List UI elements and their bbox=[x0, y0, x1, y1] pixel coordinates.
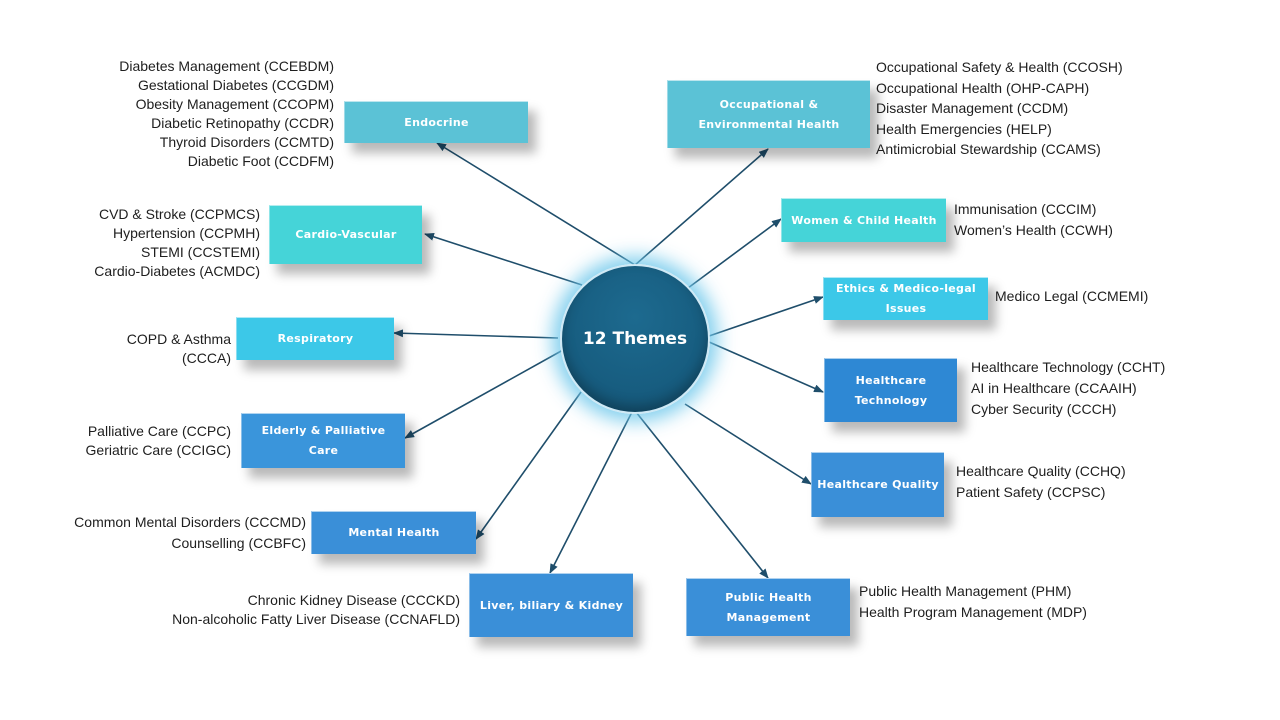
list-item: Disaster Management (CCDM) bbox=[876, 100, 1069, 116]
list-item: Gestational Diabetes (CCGDM) bbox=[137, 77, 334, 93]
list-item: Antimicrobial Stewardship (CCAMS) bbox=[876, 141, 1101, 157]
theme-label: Healthcare Technology bbox=[854, 373, 928, 407]
theme-items-women-child-health: Immunisation (CCCIM) Women’s Health (CCW… bbox=[954, 199, 1113, 241]
theme-items-ethics-medico-legal: Medico Legal (CCMEMI) bbox=[995, 287, 1148, 306]
hub-circle: 12 Themes bbox=[560, 264, 710, 414]
list-item: Health Emergencies (HELP) bbox=[876, 120, 1052, 137]
connector-arrow bbox=[634, 148, 769, 266]
list-item: Health Program Management (MDP) bbox=[859, 604, 1087, 620]
theme-items-respiratory: COPD & Asthma (CCCA) bbox=[127, 330, 231, 368]
list-item: STEMI (CCSTEMI) bbox=[141, 244, 260, 260]
theme-label: Elderly & Palliative Care bbox=[261, 424, 386, 457]
connector-arrow bbox=[424, 232, 583, 286]
connector-arrow bbox=[404, 349, 564, 439]
list-item: Diabetic Foot (CCDFM) bbox=[187, 153, 334, 169]
theme-label: Public Health Management bbox=[725, 590, 812, 624]
theme-box-mental-health: Mental Health bbox=[311, 511, 476, 554]
list-item: AI in Healthcare (CCAAIH) bbox=[971, 380, 1137, 396]
theme-label: Cardio-Vascular bbox=[295, 228, 397, 241]
theme-label: Endocrine bbox=[404, 115, 469, 129]
list-item: Immunisation (CCCIM) bbox=[954, 201, 1097, 217]
theme-label: Liver, biliary & Kidney bbox=[479, 598, 624, 612]
theme-box-ethics-medico-legal: Ethics & Medico-legal Issues bbox=[823, 277, 988, 320]
theme-box-public-health-management: Public Health Management bbox=[686, 578, 850, 636]
theme-box-endocrine: Endocrine bbox=[344, 101, 528, 143]
list-item: Medico Legal (CCMEMI) bbox=[995, 288, 1149, 304]
connector-arrow bbox=[393, 329, 559, 339]
theme-label: Occupational & Environmental Health bbox=[698, 97, 840, 131]
theme-label: Women & Child Health bbox=[791, 213, 937, 227]
list-item: Obesity Management (CCOPM) bbox=[135, 96, 334, 112]
list-item: Thyroid Disorders (CCMTD) bbox=[159, 134, 334, 150]
connector-arrow bbox=[436, 142, 636, 266]
theme-items-elderly-palliative-care: Palliative Care (CCPC) Geriatric Care (C… bbox=[86, 422, 231, 460]
theme-items-public-health-management: Public Health Management (PHM) Health Pr… bbox=[859, 581, 1087, 623]
connector-arrow bbox=[549, 411, 633, 574]
theme-items-liver-biliary-kidney: Chronic Kidney Disease (CCCKD) Non-alcoh… bbox=[172, 591, 460, 629]
theme-label: Respiratory bbox=[277, 332, 354, 345]
theme-box-healthcare-technology: Healthcare Technology bbox=[824, 358, 957, 422]
list-item: Chronic Kidney Disease (CCCKD) bbox=[247, 592, 460, 608]
list-item: Patient Safety (CCPSC) bbox=[956, 484, 1106, 500]
list-item: Common Mental Disorders (CCCMD) bbox=[74, 514, 306, 530]
list-item: Diabetic Retinopathy (CCDR) bbox=[151, 115, 334, 131]
list-item: Diabetes Management (CCEBDM) bbox=[119, 58, 334, 74]
list-item: Non-alcoholic Fatty Liver Disease (CCNAF… bbox=[172, 611, 460, 627]
list-item: Public Health Management (PHM) bbox=[859, 583, 1072, 599]
theme-items-healthcare-quality: Healthcare Quality (CCHQ) Patient Safety… bbox=[956, 461, 1126, 503]
list-item: Occupational Safety & Health (CCOSH) bbox=[876, 59, 1123, 75]
list-item: Occupational Health (OHP-CAPH) bbox=[876, 79, 1090, 96]
theme-box-women-child-health: Women & Child Health bbox=[781, 198, 946, 242]
connector-arrow bbox=[708, 341, 824, 393]
list-item: Healthcare Quality (CCHQ) bbox=[956, 463, 1126, 479]
theme-box-healthcare-quality: Healthcare Quality bbox=[811, 452, 944, 517]
list-item: Geriatric Care (CCIGC) bbox=[85, 442, 231, 458]
hub-label: 12 Themes bbox=[582, 329, 688, 349]
list-item: Cardio-Diabetes (ACMDC) bbox=[94, 263, 260, 279]
list-item: COPD & Asthma bbox=[126, 331, 231, 347]
list-item: (CCCA) bbox=[182, 350, 231, 366]
theme-items-mental-health: Common Mental Disorders (CCCMD) Counsell… bbox=[74, 512, 306, 554]
list-item: Healthcare Technology (CCHT) bbox=[971, 359, 1166, 375]
list-item: Cyber Security (CCCH) bbox=[971, 401, 1117, 417]
theme-box-occupational-environmental-health: Occupational & Environmental Health bbox=[667, 80, 870, 148]
theme-items-endocrine: Diabetes Management (CCEBDM) Gestational… bbox=[119, 57, 334, 171]
theme-box-respiratory: Respiratory bbox=[236, 317, 394, 360]
connector-arrow bbox=[635, 411, 769, 579]
theme-items-occupational-environmental-health: Occupational Safety & Health (CCOSH) Occ… bbox=[876, 57, 1123, 160]
theme-label: Healthcare Quality bbox=[817, 478, 939, 491]
connector-arrow bbox=[684, 403, 812, 485]
connector-arrow bbox=[708, 296, 824, 337]
theme-items-cardio-vascular: CVD & Stroke (CCPMCS) Hypertension (CCPM… bbox=[94, 205, 260, 281]
connector-arrow bbox=[687, 218, 782, 289]
list-item: Hypertension (CCPMH) bbox=[112, 225, 260, 241]
list-item: Palliative Care (CCPC) bbox=[87, 423, 231, 439]
theme-box-cardio-vascular: Cardio-Vascular bbox=[269, 205, 422, 264]
theme-label: Ethics & Medico-legal Issues bbox=[836, 282, 976, 315]
connector-arrow bbox=[475, 391, 582, 540]
theme-box-liver-biliary-kidney: Liver, biliary & Kidney bbox=[469, 573, 633, 637]
theme-items-healthcare-technology: Healthcare Technology (CCHT) AI in Healt… bbox=[971, 357, 1165, 420]
theme-box-elderly-palliative-care: Elderly & Palliative Care bbox=[241, 413, 405, 468]
theme-label: Mental Health bbox=[348, 526, 440, 539]
list-item: Counselling (CCBFC) bbox=[171, 535, 306, 551]
list-item: Women’s Health (CCWH) bbox=[954, 222, 1113, 238]
list-item: CVD & Stroke (CCPMCS) bbox=[98, 206, 260, 222]
